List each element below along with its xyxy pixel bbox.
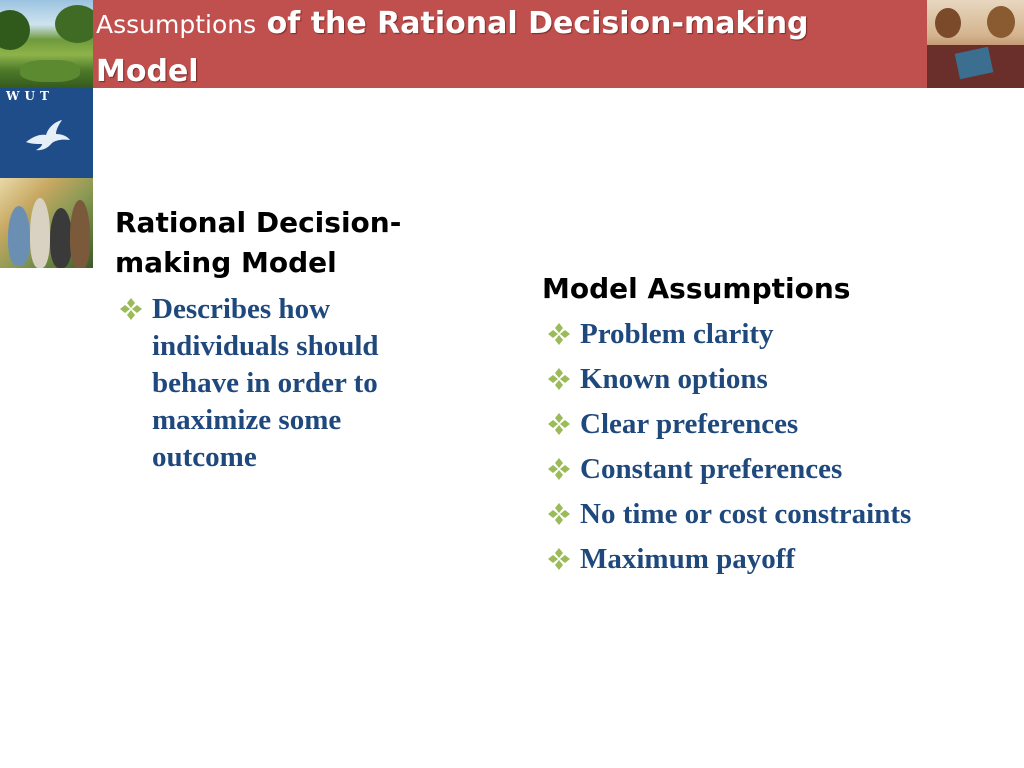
bullet-text: Clear preferences (580, 408, 799, 440)
four-diamond-bullet-icon (548, 368, 570, 390)
left-column-heading: Rational Decision-making Model (115, 206, 402, 279)
four-diamond-bullet-icon (548, 323, 570, 345)
reading-students-photo (927, 0, 1024, 88)
bird-logo-icon (26, 120, 70, 151)
title-prefix: Assumptions (96, 10, 257, 39)
four-diamond-bullet-icon (120, 298, 142, 320)
four-diamond-bullet-icon (548, 548, 570, 570)
bullet-item: Constant preferences (543, 451, 983, 488)
campus-photo (0, 0, 93, 88)
slide-title: Assumptions of the Rational Decision-mak… (96, 2, 896, 98)
bullet-item: Maximum payoff (543, 541, 983, 578)
four-diamond-bullet-icon (548, 503, 570, 525)
title-bar: Assumptions of the Rational Decision-mak… (93, 0, 927, 89)
students-photo (0, 178, 93, 268)
university-logo: WUT (0, 88, 93, 178)
bullet-text: Describes how individuals should behave … (152, 293, 379, 473)
left-bullet-list: Describes how individuals should behave … (115, 291, 445, 476)
bullet-text: Problem clarity (580, 318, 774, 350)
bullet-item: No time or cost constraints (543, 496, 983, 533)
bullet-item: Known options (543, 361, 983, 398)
four-diamond-bullet-icon (548, 458, 570, 480)
bullet-text: No time or cost constraints (580, 498, 912, 530)
right-column-heading: Model Assumptions (542, 272, 851, 305)
title-main: of the Rational Decision-making Model (96, 6, 809, 89)
bullet-text: Maximum payoff (580, 543, 796, 575)
logo-text: WUT (6, 89, 54, 103)
bullet-text: Known options (580, 363, 768, 395)
bullet-text: Constant preferences (580, 453, 843, 485)
bullet-item: Clear preferences (543, 406, 983, 443)
bullet-item: Describes how individuals should behave … (115, 291, 445, 476)
four-diamond-bullet-icon (548, 413, 570, 435)
bullet-item: Problem clarity (543, 316, 983, 353)
